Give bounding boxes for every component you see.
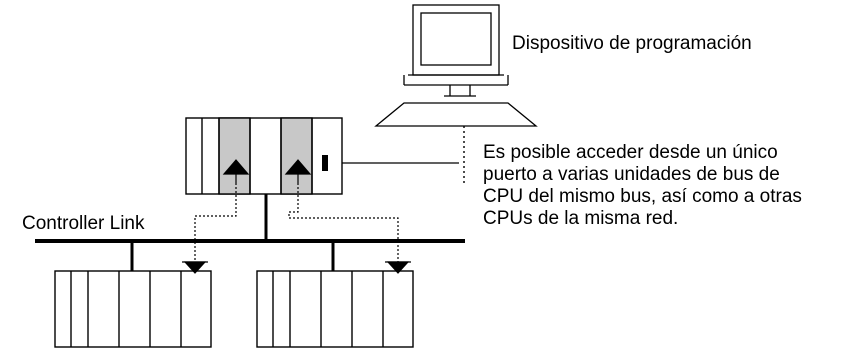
programming-device-label: Dispositivo de programación <box>512 33 752 54</box>
description-line: puerto a varias unidades de bus de <box>483 164 780 185</box>
description-text: Es posible acceder desde un único puerto… <box>483 142 802 230</box>
lower-left-rack <box>54 270 212 348</box>
description-line: CPU del mismo bus, así como a otras <box>483 186 802 207</box>
arrow-down-icon <box>182 261 411 274</box>
arrow-up-icon <box>222 159 312 183</box>
dotted-route-right <box>288 183 399 262</box>
cpu-bus-unit-1 <box>218 117 251 195</box>
description-line: CPUs de la misma red. <box>483 208 679 229</box>
monitor-screen <box>420 12 492 66</box>
cpu-bus-unit-2 <box>280 117 313 195</box>
computer-icon <box>374 4 538 127</box>
description-line: Es posible acceder desde un único <box>483 142 778 163</box>
central-plc-rack <box>185 117 343 195</box>
peripheral-port <box>322 155 328 171</box>
network-label: Controller Link <box>22 213 145 234</box>
lower-right-rack <box>256 270 414 348</box>
keyboard <box>374 102 538 127</box>
dotted-route-left <box>194 183 237 262</box>
